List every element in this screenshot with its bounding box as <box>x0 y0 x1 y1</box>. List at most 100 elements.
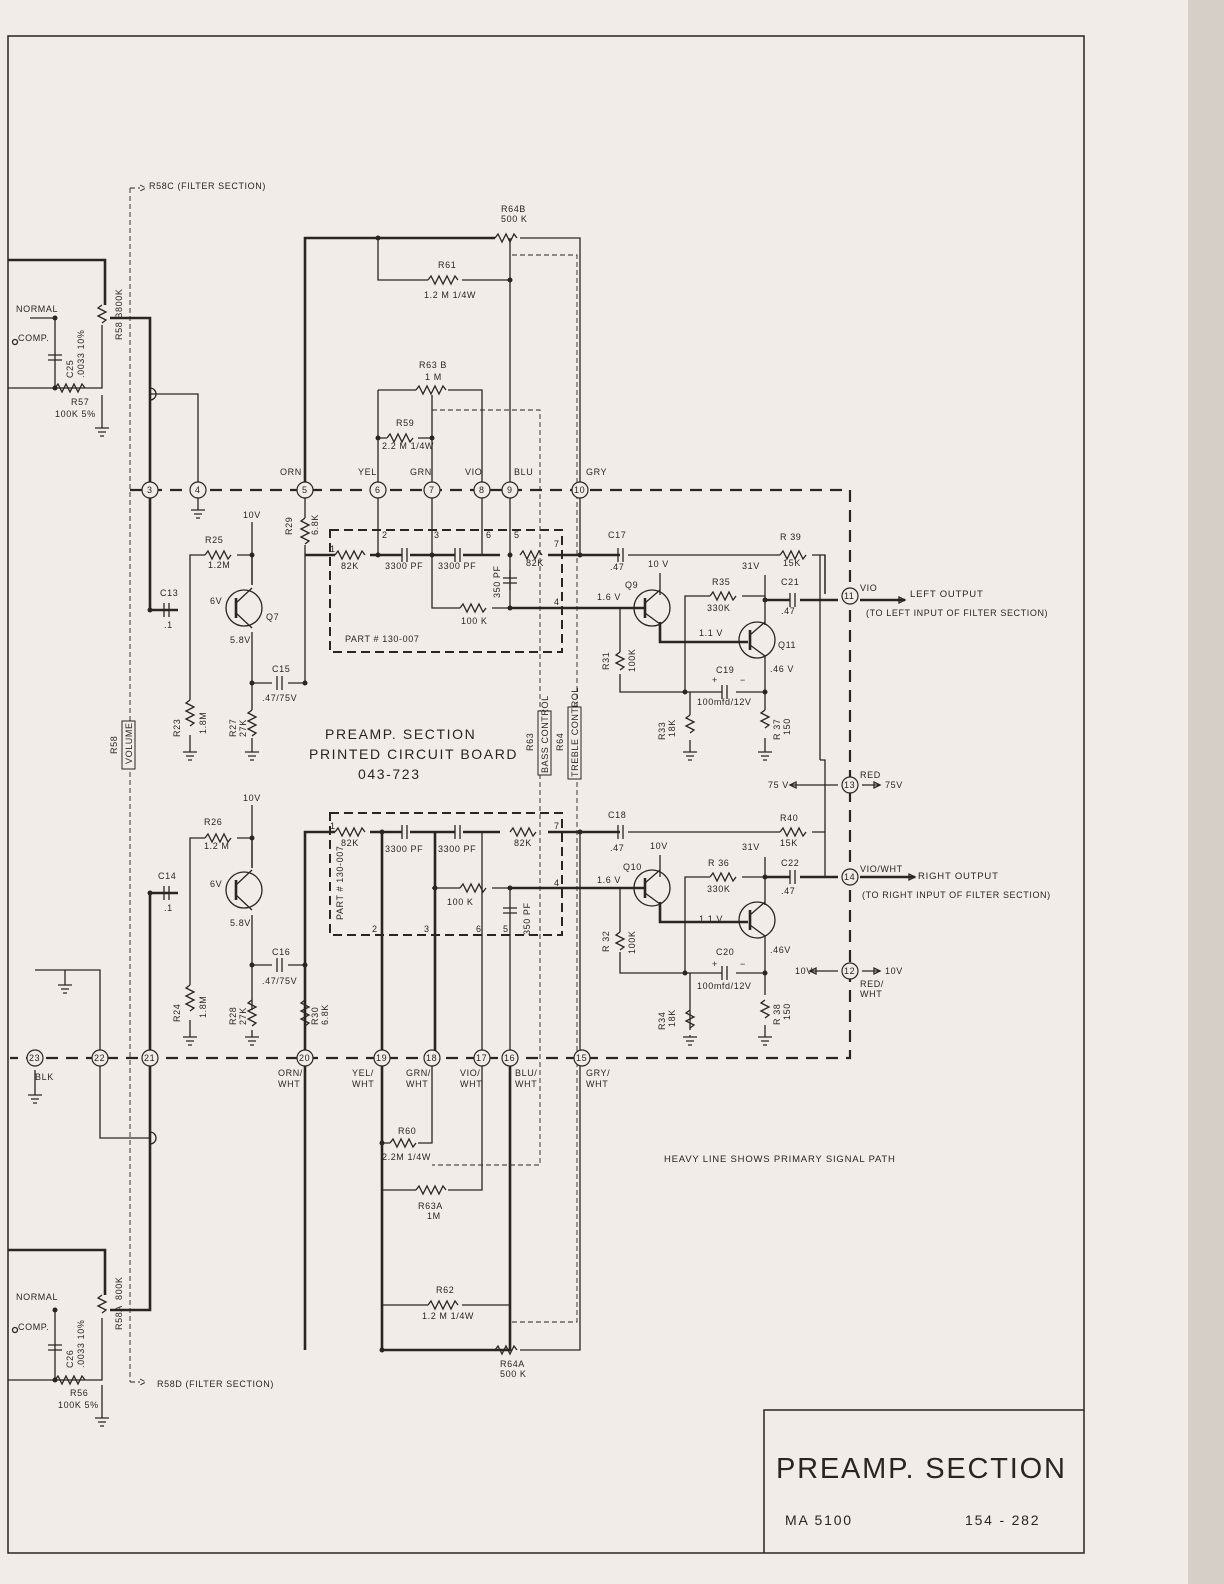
svg-text:C17: C17 <box>608 530 626 540</box>
svg-text:10 V: 10 V <box>648 559 669 569</box>
terminal-8: 8 <box>479 485 485 495</box>
page-border <box>7 35 1085 1554</box>
svg-text:5.8V: 5.8V <box>230 918 251 928</box>
svg-text:82K: 82K <box>341 561 359 571</box>
svg-text:10V: 10V <box>243 510 261 520</box>
svg-text:7: 7 <box>554 821 560 831</box>
terminal-19: 19 <box>376 1053 387 1063</box>
svg-text:RED/: RED/ <box>860 979 884 989</box>
heavy-line-note: HEAVY LINE SHOWS PRIMARY SIGNAL PATH <box>664 1154 896 1165</box>
svg-text:150: 150 <box>782 1003 792 1020</box>
svg-text:10V: 10V <box>885 966 903 976</box>
svg-text:VIO/WHT: VIO/WHT <box>860 864 903 874</box>
terminal-3: 3 <box>147 485 153 495</box>
bottom-channel-wiring <box>8 555 915 1381</box>
svg-text:C19: C19 <box>716 665 734 675</box>
svg-text:−: − <box>740 959 746 969</box>
terminal-23: 23 <box>29 1053 40 1063</box>
svg-text:RIGHT OUTPUT: RIGHT OUTPUT <box>918 871 999 882</box>
svg-text:800K: 800K <box>114 289 124 312</box>
terminal-15: 15 <box>576 1053 587 1063</box>
ground-symbols <box>28 395 772 1427</box>
svg-text:TREBLE CONTROL: TREBLE CONTROL <box>570 687 580 777</box>
svg-text:Q11: Q11 <box>778 640 796 650</box>
vertical-labels-top: R58 B 800K C25 .0033 10% R29 6.8K 350 PF… <box>65 289 792 740</box>
component-labels-bottom: 10V R26 1.2 M C14 .1 6V 5.8V C16 .47/75V… <box>16 793 1050 1410</box>
vertical-labels-bottom: PART # 130-007 350 PF R24 1.8M R28 27K R… <box>65 846 792 1368</box>
treble-control-label: TREBLE CONTROL R64 <box>555 687 582 780</box>
svg-text:100mfd/12V: 100mfd/12V <box>697 981 752 991</box>
svg-text:R30: R30 <box>310 1007 320 1025</box>
svg-text:BASS CONTROL: BASS CONTROL <box>540 695 550 773</box>
svg-text:C25: C25 <box>65 360 75 378</box>
svg-text:R64: R64 <box>555 733 565 751</box>
capacitor-symbols <box>48 354 796 1351</box>
svg-text:100K 5%: 100K 5% <box>58 1400 99 1410</box>
svg-text:.47/75V: .47/75V <box>262 693 297 703</box>
svg-text:C15: C15 <box>272 664 290 674</box>
svg-text:1.8M: 1.8M <box>198 712 208 734</box>
svg-text:5.8V: 5.8V <box>230 635 251 645</box>
svg-text:1.8M: 1.8M <box>198 996 208 1018</box>
svg-text:10V: 10V <box>650 841 668 851</box>
svg-text:31V: 31V <box>742 561 760 571</box>
component-labels-top: R64B 500 K R61 1.2 M 1/4W R63 B 1 M R59 … <box>16 204 1048 790</box>
paper-page <box>0 0 1188 1584</box>
svg-text:15K: 15K <box>780 838 798 848</box>
svg-text:330K: 330K <box>707 603 730 613</box>
paper-edge <box>1188 0 1224 1584</box>
svg-text:4: 4 <box>554 597 560 607</box>
svg-text:1.2 M 1/4W: 1.2 M 1/4W <box>422 1311 474 1321</box>
svg-text:NORMAL: NORMAL <box>16 304 58 314</box>
svg-text:1.1 V: 1.1 V <box>699 914 723 924</box>
svg-text:C21: C21 <box>781 577 799 587</box>
wire-crossover-bottom <box>149 1131 157 1145</box>
svg-text:BLU: BLU <box>514 467 533 477</box>
svg-text:R33: R33 <box>657 722 667 740</box>
svg-text:1.2 M: 1.2 M <box>204 841 230 851</box>
svg-text:500 K: 500 K <box>501 214 528 224</box>
svg-text:350 PF: 350 PF <box>522 902 532 935</box>
svg-text:R61: R61 <box>438 260 456 270</box>
board-line-3: 043-723 <box>358 766 421 782</box>
comp-switch-top <box>11 338 19 346</box>
svg-text:R 32: R 32 <box>601 931 611 952</box>
svg-text:18K: 18K <box>667 719 677 737</box>
terminal-numbers: 3 4 5 6 7 8 9 10 11 12 13 14 15 16 17 18… <box>29 485 855 1063</box>
svg-text:.0033 10%: .0033 10% <box>76 1320 86 1368</box>
title-block-doc-number: 154 - 282 <box>965 1512 1040 1528</box>
terminal-nodes <box>26 481 859 1067</box>
junction-dots <box>52 235 768 1383</box>
volume-control-label: VOLUME R58 <box>109 720 136 770</box>
svg-text:BLK: BLK <box>35 1072 54 1082</box>
svg-text:LEFT OUTPUT: LEFT OUTPUT <box>910 589 984 600</box>
svg-text:2.2 M 1/4W: 2.2 M 1/4W <box>382 441 434 451</box>
svg-text:1 M: 1 M <box>425 372 442 382</box>
title-block-model: MA 5100 <box>785 1512 853 1528</box>
svg-text:R56: R56 <box>70 1388 88 1398</box>
svg-text:R35: R35 <box>712 577 730 587</box>
svg-text:(TO LEFT INPUT OF FILTER SECTI: (TO LEFT INPUT OF FILTER SECTION) <box>866 608 1048 618</box>
svg-text:WHT: WHT <box>860 989 882 999</box>
svg-text:C20: C20 <box>716 947 734 957</box>
svg-text:VIO: VIO <box>465 467 482 477</box>
svg-text:6: 6 <box>476 924 482 934</box>
svg-text:WHT: WHT <box>460 1079 482 1089</box>
svg-text:100K: 100K <box>627 931 637 954</box>
svg-text:R40: R40 <box>780 813 798 823</box>
svg-text:6V: 6V <box>210 879 222 889</box>
svg-text:.47: .47 <box>781 606 795 616</box>
svg-text:C16: C16 <box>272 947 290 957</box>
svg-text:.47/75V: .47/75V <box>262 976 297 986</box>
svg-text:PART # 130-007: PART # 130-007 <box>345 634 419 644</box>
svg-text:VOLUME: VOLUME <box>124 722 134 764</box>
svg-text:5: 5 <box>503 924 509 934</box>
svg-text:R59: R59 <box>396 418 414 428</box>
svg-text:R57: R57 <box>71 397 89 407</box>
terminal-6: 6 <box>375 485 381 495</box>
svg-text:R 37: R 37 <box>772 719 782 740</box>
svg-text:1.2M: 1.2M <box>208 560 230 570</box>
svg-text:C14: C14 <box>158 871 176 881</box>
terminal-9: 9 <box>507 485 513 495</box>
svg-text:R24: R24 <box>172 1004 182 1022</box>
